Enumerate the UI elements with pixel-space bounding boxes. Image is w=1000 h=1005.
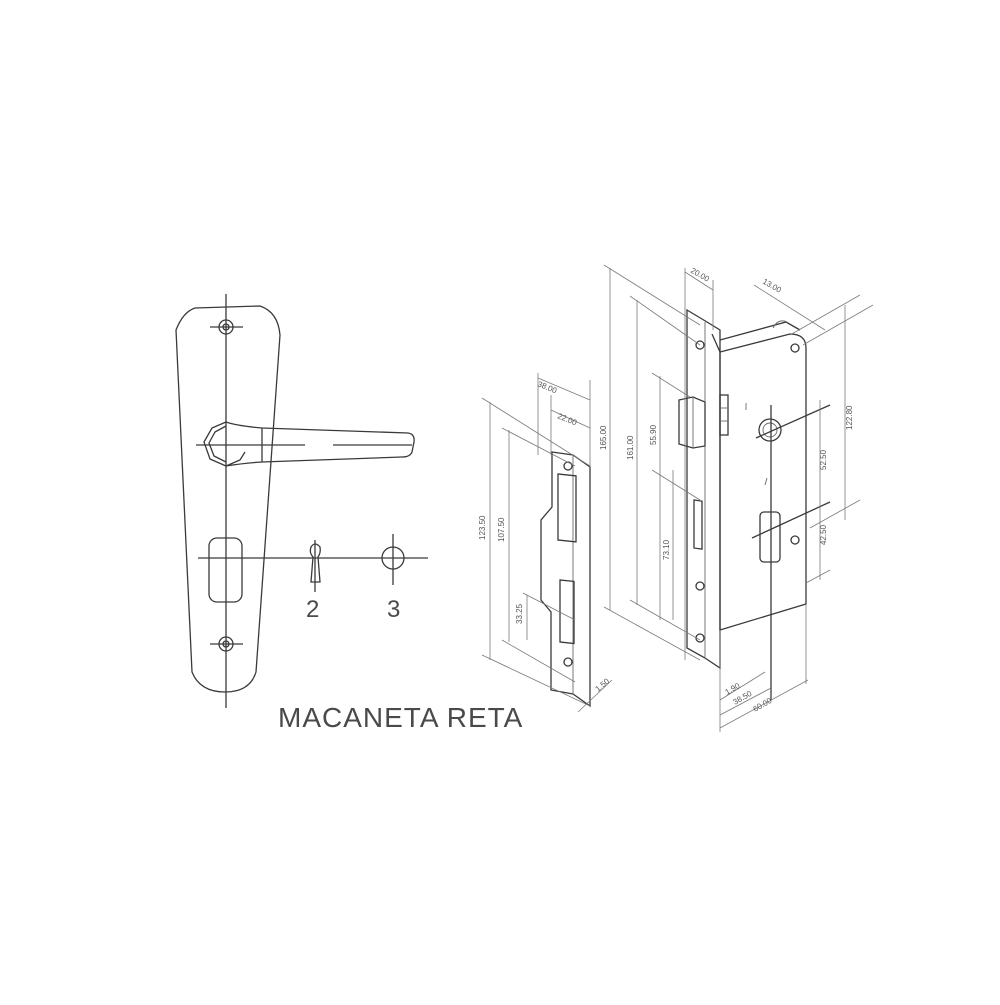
dim-handle-to-cylinder: 42.50: [819, 524, 828, 545]
lever-handle-front-view: [175, 294, 428, 708]
dim-faceplate-height: 165.00: [599, 425, 608, 450]
dim-backset-handle: 52.50: [819, 449, 828, 470]
dim-strike-inner-width: 22.00: [556, 412, 578, 428]
dim-latch-offset: 55.90: [649, 424, 658, 445]
dim-faceplate-screw-spacing: 161.00: [626, 435, 635, 460]
dim-body-height: 122.80: [845, 405, 854, 430]
dim-strike-screw-spacing: 107.50: [497, 517, 506, 542]
strike-plate-iso-view: 38.00 22.00 123.50 107.50 33.25 1.50: [478, 373, 613, 713]
dim-strike-total-height: 123.50: [478, 515, 487, 540]
drawing-caption: MACANETA RETA: [278, 702, 524, 733]
keyhole-option-label: 2: [306, 596, 320, 623]
mortise-lock-iso-view: 165.00 161.00 55.90 73.10 20.00 13.00 12…: [599, 264, 874, 732]
dim-strike-thickness: 1.50: [594, 676, 612, 693]
dim-body-depth-top: 13.00: [761, 277, 783, 295]
round-hole-option-label: 3: [387, 596, 401, 623]
dim-strike-lower-opening: 33.25: [515, 603, 524, 624]
dim-strike-width: 38.00: [536, 380, 558, 396]
dim-deadbolt-offset: 73.10: [662, 539, 671, 560]
